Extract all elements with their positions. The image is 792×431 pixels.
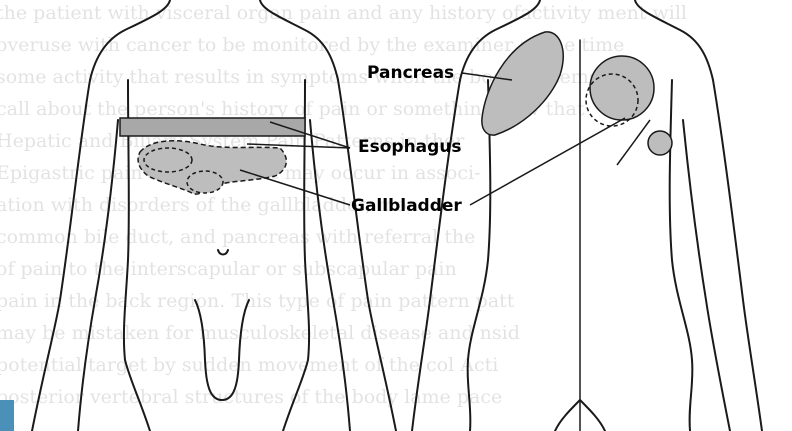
- scapular-circle-small: [648, 131, 672, 155]
- epigastric-band: [120, 118, 305, 136]
- front-right-arm-outer: [338, 80, 396, 431]
- front-navel: [218, 250, 228, 255]
- front-left-arm-inner: [78, 120, 118, 431]
- front-neck-shoulder-left: [90, 0, 170, 80]
- esophagus-label: Esophagus: [358, 137, 462, 157]
- page-corner-accent: [0, 400, 14, 431]
- gallbladder-spot: [187, 171, 223, 193]
- gallbladder-label: Gallbladder: [351, 196, 462, 216]
- front-right-arm-inner: [310, 120, 350, 431]
- front-groin: [195, 300, 249, 400]
- gallbladder-leader-front: [240, 170, 350, 205]
- pancreas-label: Pancreas: [367, 63, 454, 83]
- back-right-arm-inner: [683, 120, 730, 431]
- scapular-circle-large: [590, 56, 654, 120]
- pancreas-back-zone: [482, 32, 563, 135]
- front-left-arm-outer: [32, 80, 90, 431]
- front-neck-shoulder-right: [260, 0, 338, 80]
- back-link-leader: [617, 120, 650, 165]
- back-torso-right: [670, 80, 693, 431]
- back-left-arm-outer: [412, 80, 460, 431]
